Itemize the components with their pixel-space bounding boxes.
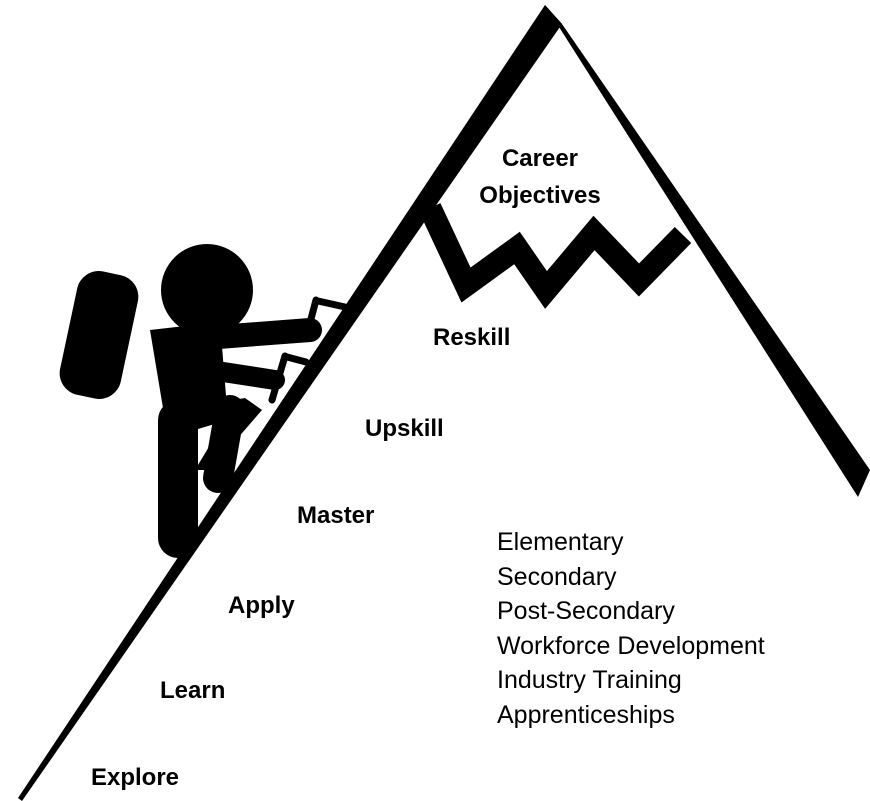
- backpack-icon: [59, 271, 139, 399]
- summit-line-1: Career: [501, 145, 579, 172]
- pathway-item: Post-Secondary: [497, 597, 675, 625]
- stage-apply: Apply: [228, 592, 295, 619]
- mountain-icon: [18, 5, 870, 801]
- pathway-item: Workforce Development: [497, 631, 765, 660]
- pathway-list: Elementary Secondary Post-Secondary Work…: [497, 525, 765, 732]
- pathway-item: Secondary: [497, 562, 617, 591]
- pathway-item: Elementary: [497, 528, 624, 556]
- summit-line-2: Objectives: [479, 182, 601, 209]
- stage-master: Master: [297, 502, 375, 529]
- career-objectives-label: Career Objectives: [440, 140, 640, 214]
- stage-reskill: Reskill: [433, 324, 511, 351]
- stage-explore: Explore: [91, 764, 180, 791]
- stage-learn: Learn: [160, 677, 226, 704]
- climber-icon: [59, 244, 322, 558]
- ice-axe-icon: [268, 296, 349, 404]
- pathway-item: Industry Training: [497, 666, 682, 694]
- stage-upskill: Upskill: [365, 415, 444, 442]
- pathway-item: Apprenticeships: [497, 700, 675, 729]
